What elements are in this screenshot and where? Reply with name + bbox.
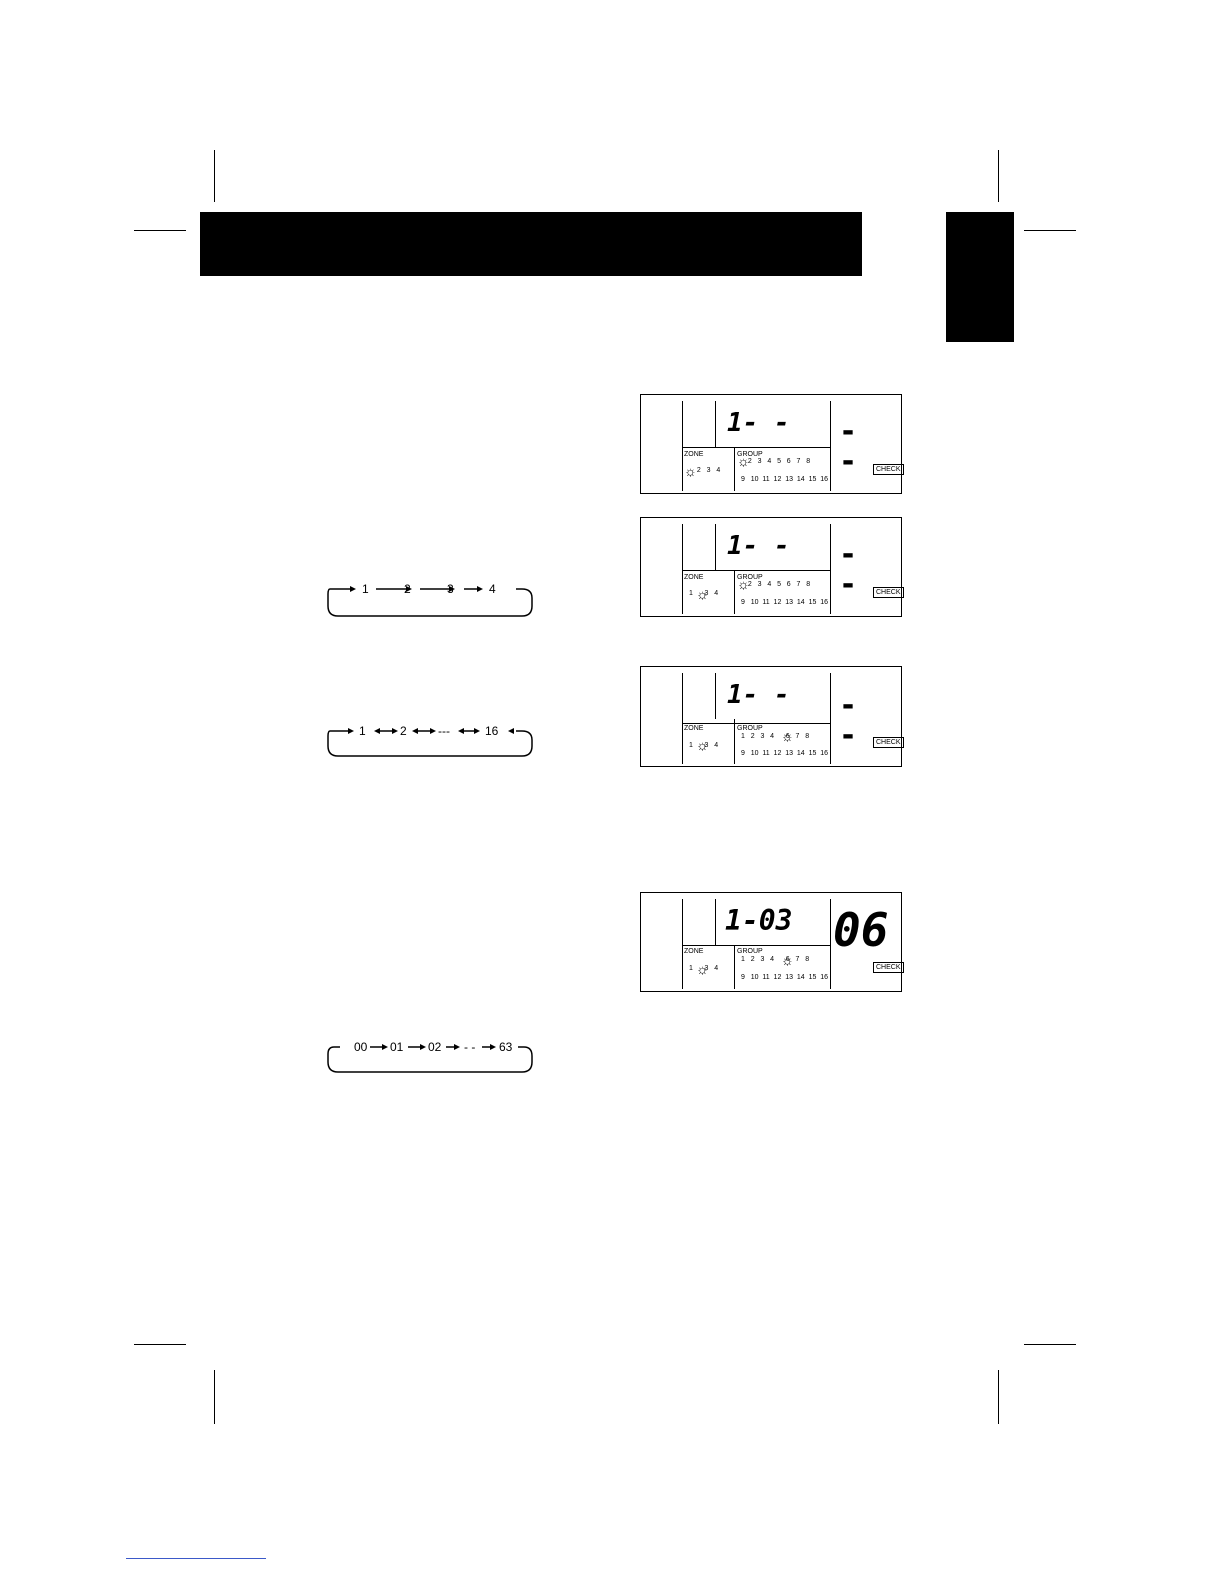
crop-mark-top-left-h [134, 230, 186, 231]
zone-numbers: 1 3 4 [689, 965, 719, 972]
zone-step: 3 [447, 582, 454, 596]
lcd-right-readout: 06 [833, 903, 889, 957]
sunburst-icon: ☼ [737, 576, 750, 592]
check-indicator: CHECK [873, 737, 904, 748]
lcd-panel-4: 1-03 06 ZONE GROUP 1 3 4 ☼ 1 2 3 4 6 7 8… [640, 892, 904, 992]
zone-numbers: 1 3 4 [689, 742, 719, 749]
zone-label: ZONE [684, 725, 704, 732]
group-label: GROUP [737, 725, 763, 732]
group-numbers-row1: 1 2 3 4 6 7 8 [741, 733, 810, 740]
zone-numbers: 2 3 4 [693, 467, 721, 474]
group-numbers-row1: 2 3 4 5 6 7 8 [744, 581, 811, 588]
crop-mark-bottom-right-h [1024, 1344, 1076, 1345]
lcd-right-readout: - - [839, 414, 864, 479]
lcd-main-readout: 1- - [727, 680, 790, 710]
address-step: 63 [499, 1040, 513, 1054]
lcd-main-readout: 1-03 [725, 904, 793, 937]
zone-numbers: 1 3 4 [689, 590, 719, 597]
sunburst-icon: ☼ [696, 586, 709, 602]
section-header-bar [200, 212, 862, 276]
footer-rule [126, 1558, 266, 1559]
group-step: 1 [359, 724, 366, 738]
sunburst-icon: ☼ [737, 453, 750, 469]
lcd-right-readout: - - [839, 688, 864, 753]
group-numbers-row2: 9 10 11 12 13 14 15 16 [741, 476, 829, 483]
group-numbers-row1: 2 3 4 5 6 7 8 [744, 458, 811, 465]
lcd-main-readout: 1- - [727, 531, 790, 561]
crop-mark-bottom-left-h [134, 1344, 186, 1345]
crop-mark-top-left-v [214, 150, 215, 202]
group-step: --- [438, 724, 450, 738]
group-numbers-row2: 9 10 11 12 13 14 15 16 [741, 750, 829, 757]
sunburst-icon: ☼ [684, 463, 697, 479]
zone-step: 4 [489, 582, 496, 596]
address-step: 01 [390, 1040, 404, 1054]
crop-mark-bottom-left-v [214, 1370, 215, 1424]
address-step: - - [464, 1040, 476, 1054]
group-label: GROUP [737, 451, 763, 458]
sunburst-icon: ☼ [696, 737, 709, 753]
loop-return-icon [327, 728, 533, 757]
group-label: GROUP [737, 574, 763, 581]
group-step: 16 [485, 724, 499, 738]
check-indicator: CHECK [873, 962, 904, 973]
sunburst-icon: ☼ [781, 728, 794, 744]
zone-label: ZONE [684, 451, 704, 458]
check-indicator: CHECK [873, 464, 904, 475]
address-step: 02 [428, 1040, 442, 1054]
loop-return-icon [327, 586, 533, 617]
group-numbers-row1: 1 2 3 4 6 7 8 [741, 956, 810, 963]
lcd-right-readout: - - [839, 537, 864, 602]
zone-label: ZONE [684, 948, 704, 955]
lcd-panel-1: 1- - - - ZONE GROUP ☼ 2 3 4 ☼ 2 3 4 5 6 … [640, 394, 904, 494]
zone-step: 2 [404, 582, 411, 596]
sunburst-icon: ☼ [696, 961, 709, 977]
lcd-main-readout: 1- - [727, 408, 790, 438]
group-sequence-diagram: 1 2 --- 16 [326, 722, 536, 762]
address-step: 00 [354, 1040, 368, 1054]
group-numbers-row2: 9 10 11 12 13 14 15 16 [741, 974, 829, 981]
zone-label: ZONE [684, 574, 704, 581]
group-label: GROUP [737, 948, 763, 955]
lcd-panel-3: 1- - - - ZONE GROUP 1 3 4 ☼ 1 2 3 4 6 7 … [640, 666, 904, 767]
crop-mark-bottom-right-v [998, 1370, 999, 1424]
group-step: 2 [400, 724, 407, 738]
crop-mark-top-right-v [998, 150, 999, 202]
loop-return-icon [327, 1044, 533, 1073]
check-indicator: CHECK [873, 587, 904, 598]
address-sequence-diagram: 00 01 02 - - 63 [326, 1038, 536, 1078]
crop-mark-top-right-h [1024, 230, 1076, 231]
lcd-panel-2: 1- - - - ZONE GROUP 1 3 4 ☼ ☼ 2 3 4 5 6 … [640, 517, 904, 617]
zone-sequence-diagram: 1 2 3 4 [326, 580, 536, 620]
group-numbers-row2: 9 10 11 12 13 14 15 16 [741, 599, 829, 606]
chapter-tab [946, 212, 1014, 342]
zone-step: 1 [362, 582, 369, 596]
sunburst-icon: ☼ [781, 952, 794, 968]
